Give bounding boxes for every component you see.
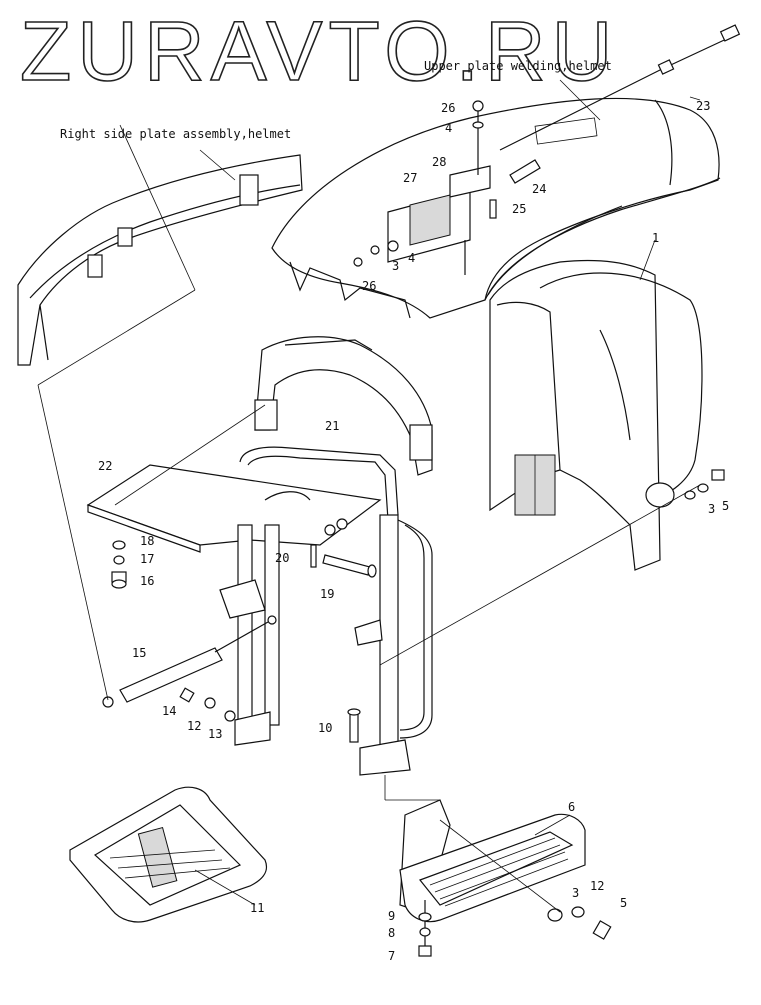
- callout-18: 18: [140, 534, 154, 548]
- callout-17: 17: [140, 552, 154, 566]
- callout-1: 1: [652, 231, 659, 245]
- callout-27: 27: [403, 171, 417, 185]
- callout-3: 3: [392, 259, 399, 273]
- callout-13: 13: [208, 727, 222, 741]
- callout-10: 10: [318, 721, 332, 735]
- callout-11: 11: [250, 901, 264, 915]
- caption-right-side-plate: Right side plate assembly,helmet: [60, 127, 291, 141]
- frame-support: [86, 446, 433, 776]
- callout-4: 4: [445, 121, 452, 135]
- callout-24: 24: [532, 182, 546, 196]
- fastener-stack-left: [111, 540, 127, 589]
- callout-5: 5: [722, 499, 729, 513]
- gas-spring: [102, 615, 277, 708]
- callout-8: 8: [388, 926, 395, 940]
- callout-28: 28: [432, 155, 446, 169]
- bolt-10: [347, 708, 361, 743]
- callout-26: 26: [441, 101, 455, 115]
- cable-assembly: [499, 24, 741, 151]
- callout-9: 9: [388, 909, 395, 923]
- step-right: [399, 799, 586, 955]
- right-side-plate: [17, 154, 303, 366]
- callout-21: 21: [325, 419, 339, 433]
- callout-22: 22: [98, 459, 112, 473]
- callout-5: 5: [620, 896, 627, 910]
- callout-6: 6: [568, 800, 575, 814]
- callout-20: 20: [275, 551, 289, 565]
- pin-assembly: [310, 518, 377, 578]
- helmet-body: [489, 259, 703, 571]
- callout-7: 7: [388, 949, 395, 963]
- callout-3: 3: [572, 886, 579, 900]
- watermark-text: ZURAVTO.RU: [20, 4, 618, 98]
- fastener-stack-mid: [179, 687, 236, 722]
- callout-16: 16: [140, 574, 154, 588]
- callout-12: 12: [187, 719, 201, 733]
- fastener-stack-bottom: [418, 912, 432, 957]
- caption-upper-plate: Upper plate welding,helmet: [424, 59, 612, 73]
- step-left: [69, 786, 268, 923]
- callout-labels: 1 3 3 3 4 4 5 5 6 7 8 9 10 11 12 12 13 1…: [98, 99, 729, 963]
- callout-3: 3: [708, 502, 715, 516]
- callout-4: 4: [408, 251, 415, 265]
- hinge-bracket: [353, 100, 541, 275]
- fastener-stack-step: [547, 906, 612, 940]
- callout-14: 14: [162, 704, 176, 718]
- assembly-lines: [37, 79, 701, 913]
- callout-19: 19: [320, 587, 334, 601]
- callout-26: 26: [362, 279, 376, 293]
- callout-23: 23: [696, 99, 710, 113]
- callout-15: 15: [132, 646, 146, 660]
- callout-12: 12: [590, 879, 604, 893]
- fastener-stack-right: [684, 469, 725, 500]
- inner-side-plate: [254, 336, 433, 476]
- callout-25: 25: [512, 202, 526, 216]
